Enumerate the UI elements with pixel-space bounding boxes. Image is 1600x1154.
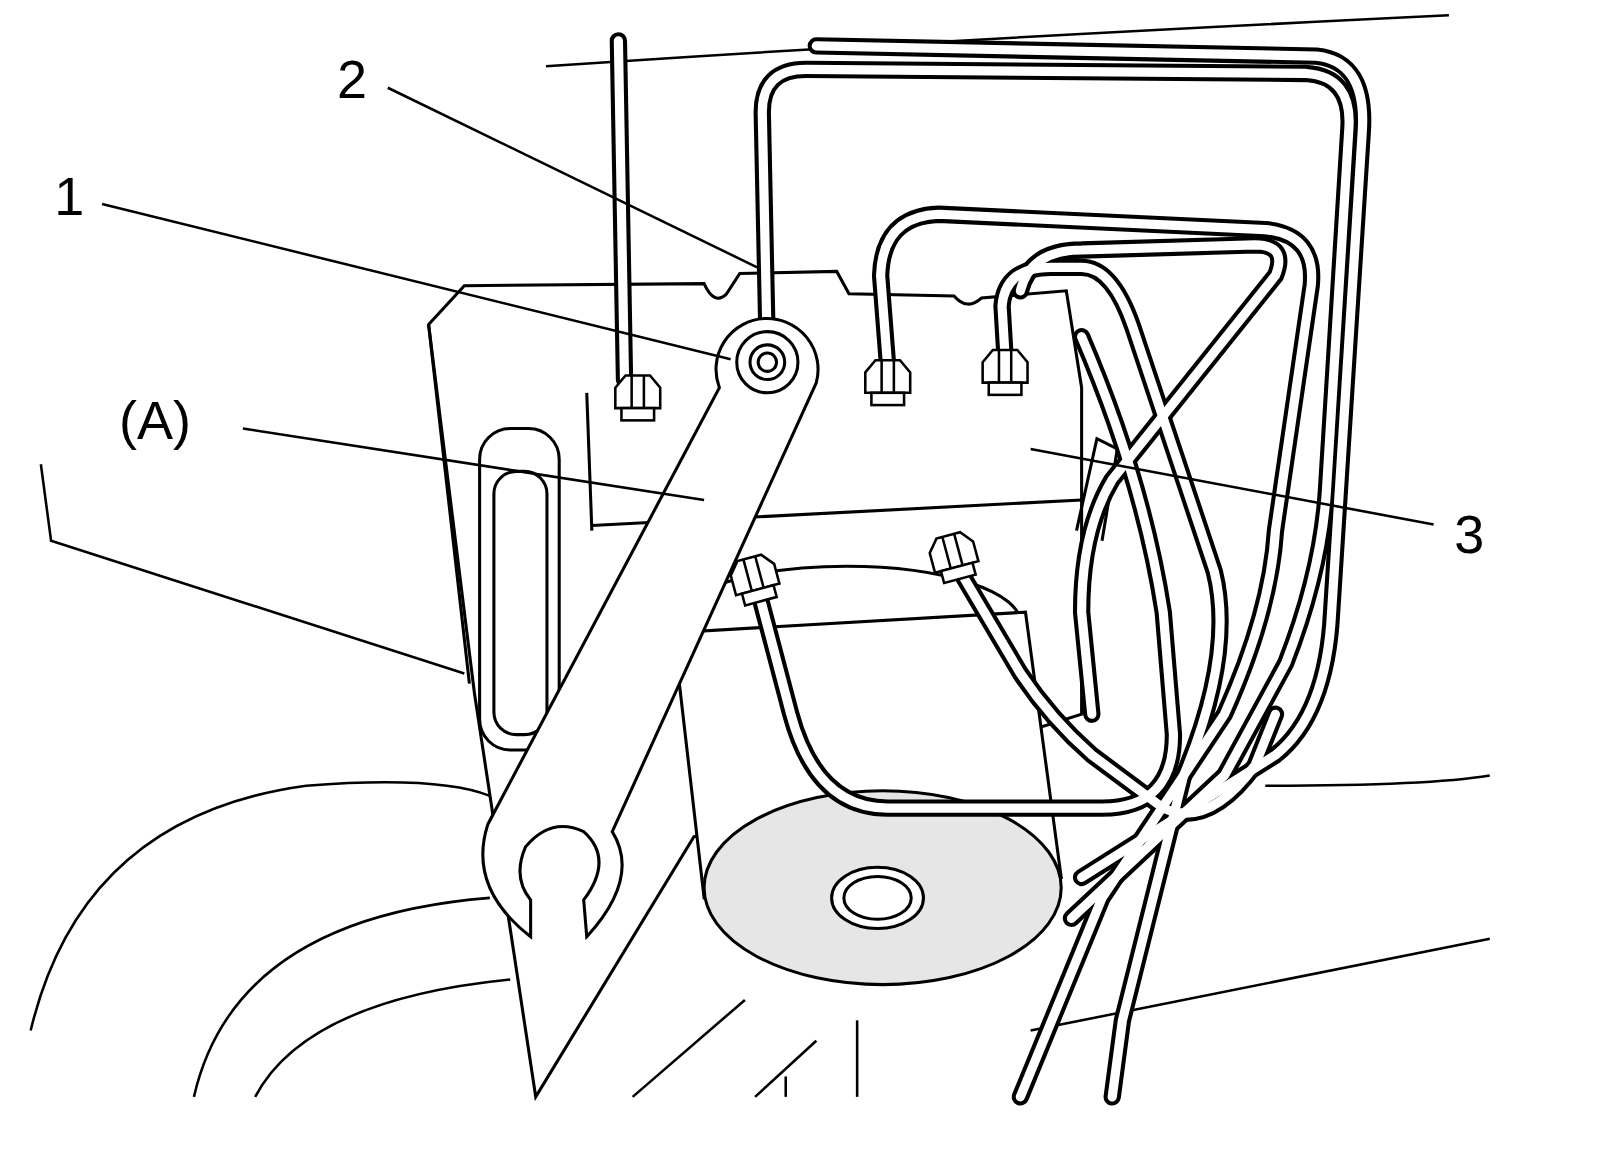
background-contours-part: [633, 1000, 745, 1097]
callout-number: 1: [54, 169, 84, 223]
background-contours-part: [755, 1041, 816, 1097]
pump-motor-part: [704, 791, 1061, 985]
background-contours-part: [255, 980, 510, 1097]
callout-number: 3: [1454, 507, 1484, 561]
leader-lines-part: [243, 429, 704, 500]
flare-nuts-part: [865, 360, 910, 405]
background-contours: [31, 15, 1490, 1097]
pump-motor-part: [844, 876, 911, 919]
brake-pipes-part-part: [1020, 245, 1278, 714]
leader-lines-part: [1031, 449, 1434, 525]
flare-nut-wrench-part: [483, 318, 818, 936]
background-contours-part: [784, 1076, 787, 1096]
brake-pipes-part-part: [762, 69, 1349, 918]
brake-pipes-part-part: [1020, 245, 1278, 714]
background-contours-part: [1265, 775, 1489, 785]
hydraulic-unit-body-part: [429, 324, 470, 683]
hydraulic-unit-body: [429, 271, 1118, 1096]
flare-nut-wrench-part: [737, 332, 798, 393]
leader-lines-part: [102, 204, 731, 359]
brake-pipes-part-part: [618, 41, 624, 380]
brake-pipes-part-part: [881, 214, 1312, 1097]
brake-pipes-part-part: [954, 561, 1275, 813]
brake-pipes-part-part: [881, 214, 1312, 1097]
background-contours-part: [194, 898, 490, 1097]
flare-nuts-part: [983, 350, 1028, 395]
brake-pipes-part-part: [816, 46, 1362, 878]
callout-number: 2: [337, 52, 367, 106]
view-letter: (A): [119, 393, 191, 447]
background-contours-part: [41, 464, 464, 673]
brake-pipes-part-part: [757, 337, 1173, 808]
flare-nut-wrench: [483, 318, 818, 936]
hydraulic-unit-body-part: [494, 471, 547, 734]
leader-lines-part: [388, 88, 757, 268]
flare-nuts-part: [615, 375, 660, 420]
background-contours-part: [856, 1020, 859, 1097]
leader-lines: [102, 88, 1434, 525]
brake-pipes-part-part: [618, 41, 624, 380]
brake-pipes-part-part: [757, 337, 1173, 808]
hydraulic-unit-body-part: [429, 271, 1082, 1096]
pump-motor-part: [832, 867, 924, 928]
background-contours-part: [1031, 939, 1490, 1031]
flare-nut-wrench-part: [750, 345, 785, 380]
hydraulic-unit-body-part: [587, 393, 592, 531]
flare-nut-wrench-part: [758, 353, 776, 371]
brake-pipes-part-part: [1002, 267, 1220, 1097]
flare-nuts-part: [927, 530, 982, 585]
